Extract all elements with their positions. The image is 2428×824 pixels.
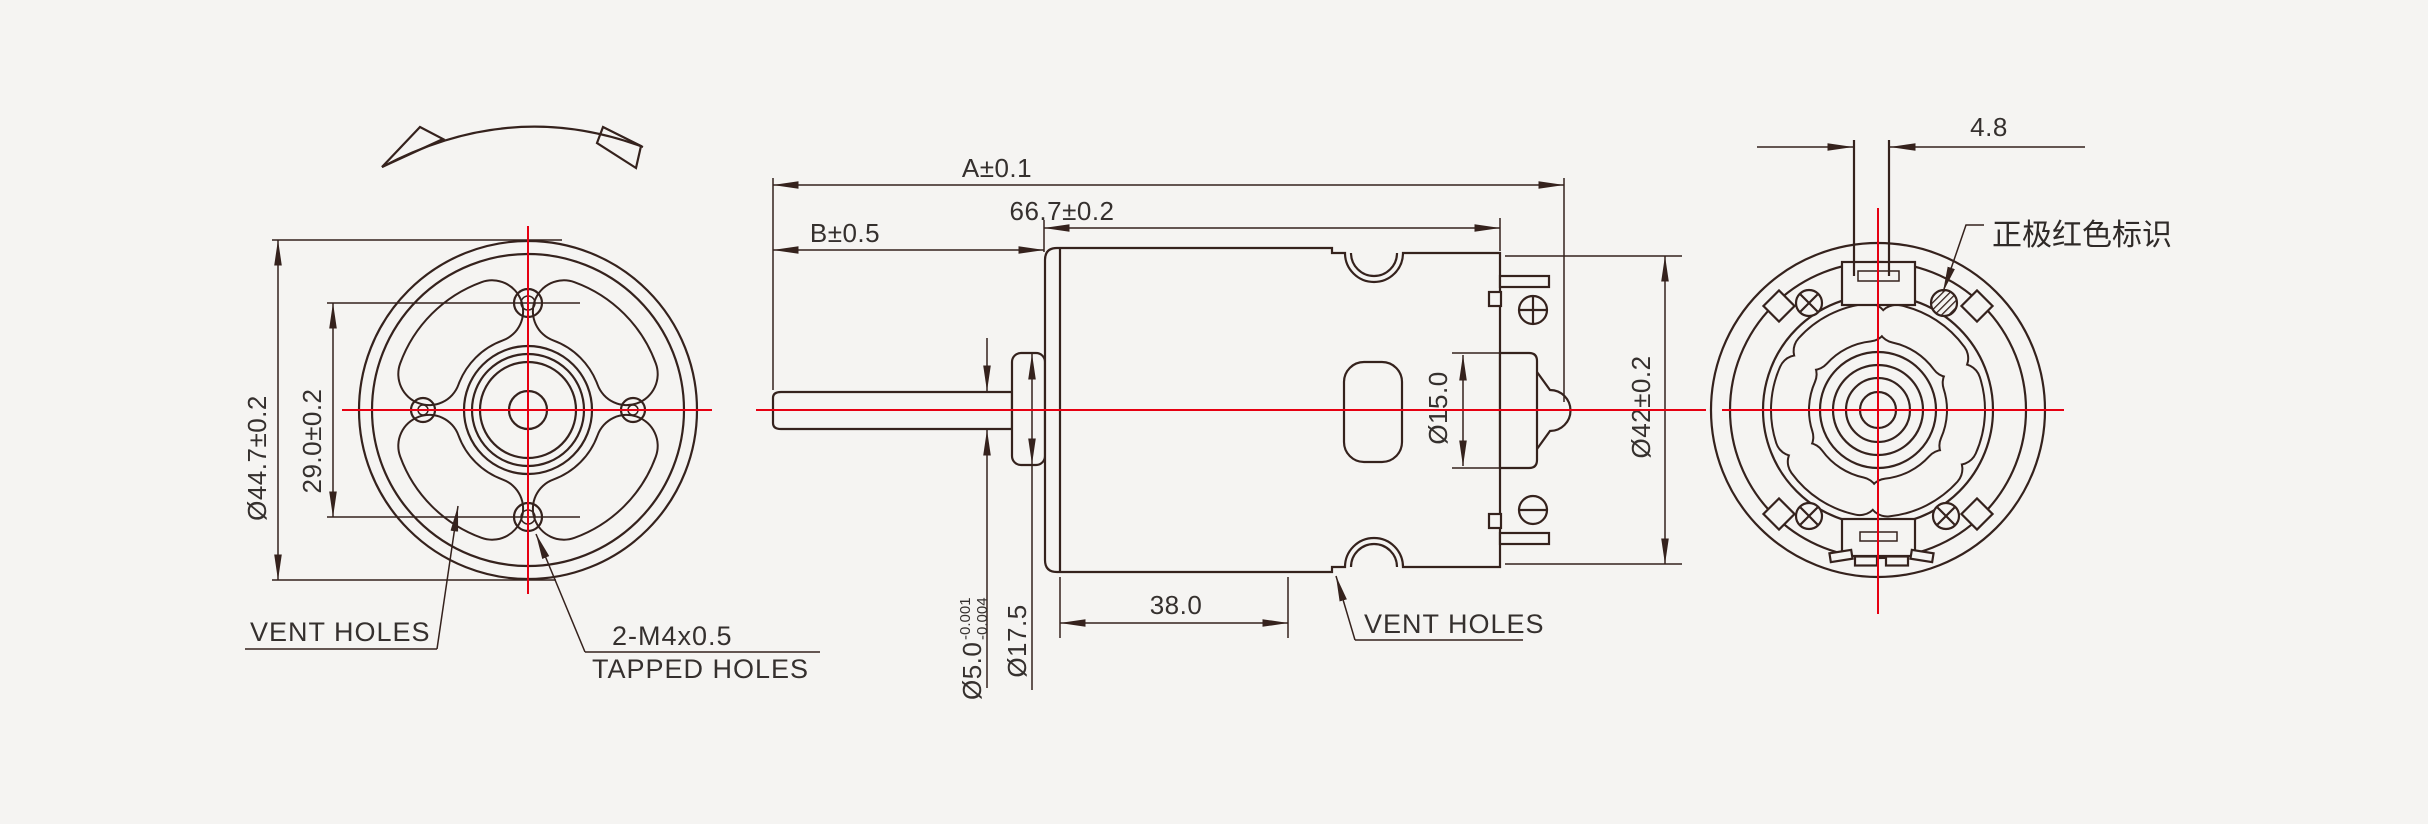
terminal-bump-bottom	[1487, 512, 1503, 530]
dim-case-length: 66.7±0.2	[1009, 196, 1501, 252]
rotation-direction-arrow-icon	[381, 125, 644, 170]
centerlines	[342, 208, 2064, 614]
dim-terminal-width-text: 4.8	[1970, 112, 2008, 142]
dim-total-length: A±0.1	[772, 153, 1565, 402]
front-vent-holes-label: VENT HOLES	[250, 617, 431, 647]
terminal-bump-top	[1487, 290, 1503, 308]
side-vent-holes-callout: VENT HOLES	[1335, 575, 1545, 641]
dim-case-length-text: 66.7±0.2	[1009, 196, 1114, 226]
dim-shaft-diameter-text: Ø5.0	[957, 642, 987, 700]
dim-magnet-length-text: 38.0	[1150, 590, 1203, 620]
rim-diamond-tabs	[1761, 288, 1995, 532]
terminal-tab-bottom	[1498, 531, 1551, 546]
rear-view: 4.8 正极红色标识	[1709, 112, 2172, 579]
dim-shaft-length-text: B±0.5	[810, 218, 880, 248]
dim-front-boss-diameter: Ø17.5	[1002, 353, 1036, 690]
dim-rear-boss-diameter: Ø15.0	[1423, 352, 1500, 469]
vent-window-slot	[1342, 360, 1404, 464]
tapped-holes-label-line1: 2-M4x0.5	[612, 621, 733, 651]
positive-marking-callout: 正极红色标识	[1942, 218, 2172, 293]
front-vent-slots	[397, 279, 659, 541]
screw-cross-icons	[1794, 288, 1961, 531]
dim-hole-pitch-text: 29.0±0.2	[297, 388, 327, 493]
tapped-holes-callout: 2-M4x0.5 TAPPED HOLES	[535, 533, 820, 684]
positive-terminal-mark	[1929, 288, 1959, 318]
tapped-holes-label-line2: TAPPED HOLES	[592, 654, 809, 684]
side-vent-holes-label: VENT HOLES	[1364, 609, 1545, 639]
side-view: A±0.1 66.7±0.2 B±0.5 Ø5.0 -0.001 -0.004	[771, 153, 1682, 700]
front-view: Ø44.7±0.2 29.0±0.2 VENT HOLES 2-M4x0.5 T…	[242, 125, 820, 684]
dim-front-outer-diameter-text: Ø44.7±0.2	[242, 395, 272, 521]
dim-rear-boss-diameter-text: Ø15.0	[1423, 371, 1453, 444]
dim-shaft-length: B±0.5	[772, 218, 1045, 254]
dim-terminal-width: 4.8	[1757, 112, 2085, 151]
screw-minus-icon	[1517, 494, 1549, 526]
dim-magnet-length: 38.0	[1059, 577, 1289, 638]
screw-plus-icon	[1517, 294, 1549, 326]
rear-vent-slots	[1770, 302, 1986, 518]
dim-shaft-tol-upper: -0.001	[957, 597, 974, 640]
dim-front-outer-diameter: Ø44.7±0.2	[242, 239, 562, 581]
vent-notch-top	[1349, 252, 1399, 278]
dim-front-boss-diameter-text: Ø17.5	[1002, 604, 1032, 677]
vent-notch-bottom	[1349, 542, 1399, 568]
dim-hole-pitch: 29.0±0.2	[297, 302, 580, 518]
front-vent-holes-callout: VENT HOLES	[245, 505, 459, 650]
terminal-tab-top	[1498, 274, 1551, 289]
dim-total-length-text: A±0.1	[962, 153, 1032, 183]
positive-marking-label: 正极红色标识	[1992, 218, 2172, 253]
dim-shaft-diameter: Ø5.0 -0.001 -0.004	[957, 338, 991, 700]
dim-case-diameter-text: Ø42±0.2	[1626, 355, 1656, 458]
dim-shaft-tol-lower: -0.004	[974, 597, 991, 640]
